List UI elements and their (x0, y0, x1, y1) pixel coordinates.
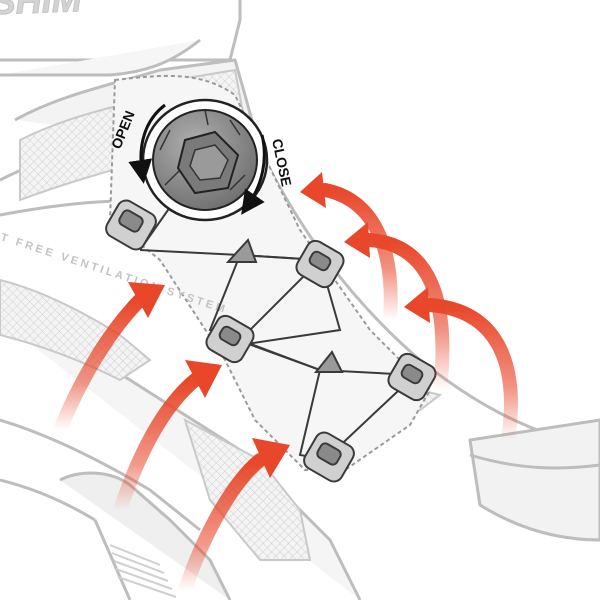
airflow-arrow-icon (344, 222, 450, 397)
airflow-arrow-icon (300, 172, 398, 327)
close-arrow-icon (241, 134, 266, 215)
dial-icon (141, 98, 269, 222)
airflow-arrows-outflow (300, 172, 518, 447)
airflow-arrow-icon (113, 360, 222, 517)
airflow-arrow-icon (178, 438, 290, 597)
brand-logo: SHIM (0, 0, 83, 22)
airflow-arrow-icon (404, 287, 518, 447)
airflow-arrows-inflow (53, 282, 290, 597)
open-arrow-icon (128, 103, 166, 184)
lace-guide-icon (105, 199, 437, 483)
mesh-panel-side (0, 278, 152, 382)
airflow-arrow-icon (53, 282, 165, 437)
lace-triangle-guides (225, 238, 344, 373)
